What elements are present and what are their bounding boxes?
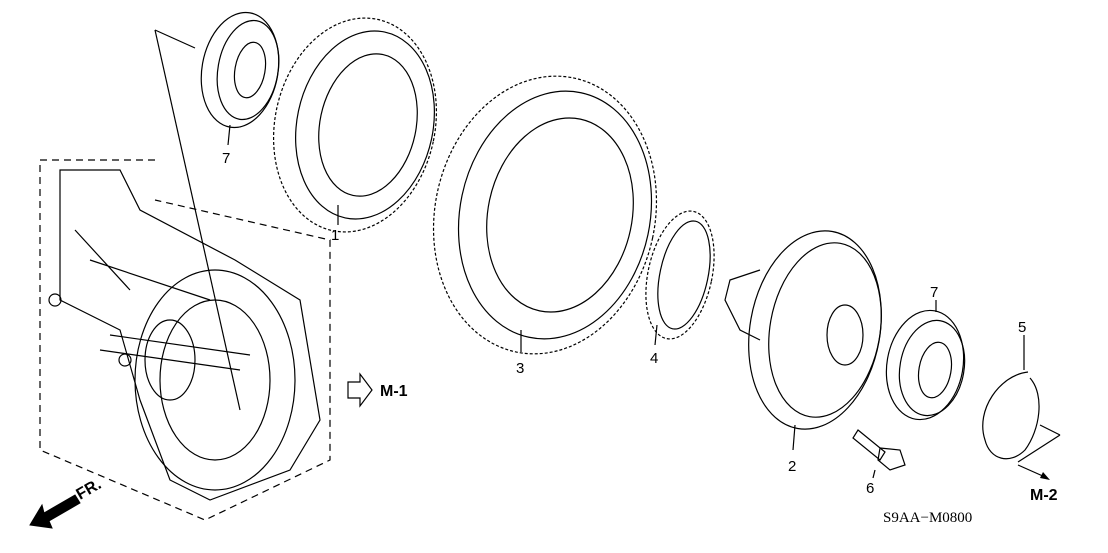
snap-ring-5 [982, 335, 1061, 463]
part-label-5: 5 [1018, 319, 1026, 336]
part-label-4: 4 [650, 350, 658, 367]
bearing-left [200, 11, 280, 146]
bearing-right [885, 300, 966, 421]
part-label-7-left: 7 [222, 150, 230, 167]
arrow-icon [1040, 472, 1050, 480]
m1-reference[interactable]: M-1 [347, 372, 408, 408]
part-label-2: 2 [788, 458, 796, 475]
differential-carrier-2 [724, 230, 882, 451]
front-arrow-icon [29, 494, 81, 529]
bolt-6 [852, 429, 906, 479]
final-driven-gear-ring-3 [432, 75, 658, 355]
part-label-3: 3 [516, 360, 524, 377]
m2-label[interactable]: M-2 [1030, 487, 1058, 504]
front-direction-indicator: FR. [29, 476, 104, 529]
part-label-6: 6 [866, 480, 874, 497]
part-label-7-right: 7 [930, 284, 938, 301]
part-label-1: 1 [331, 227, 339, 244]
final-driven-gear-1 [272, 17, 438, 233]
m1-label[interactable]: M-1 [380, 383, 408, 400]
diagram-code: S9AA−M0800 [883, 510, 972, 526]
m2-reference[interactable]: M-2 [1017, 464, 1058, 504]
transmission-housing [39, 29, 331, 521]
pulser-ring-4 [645, 210, 715, 346]
outline-arrow-icon [347, 372, 373, 408]
